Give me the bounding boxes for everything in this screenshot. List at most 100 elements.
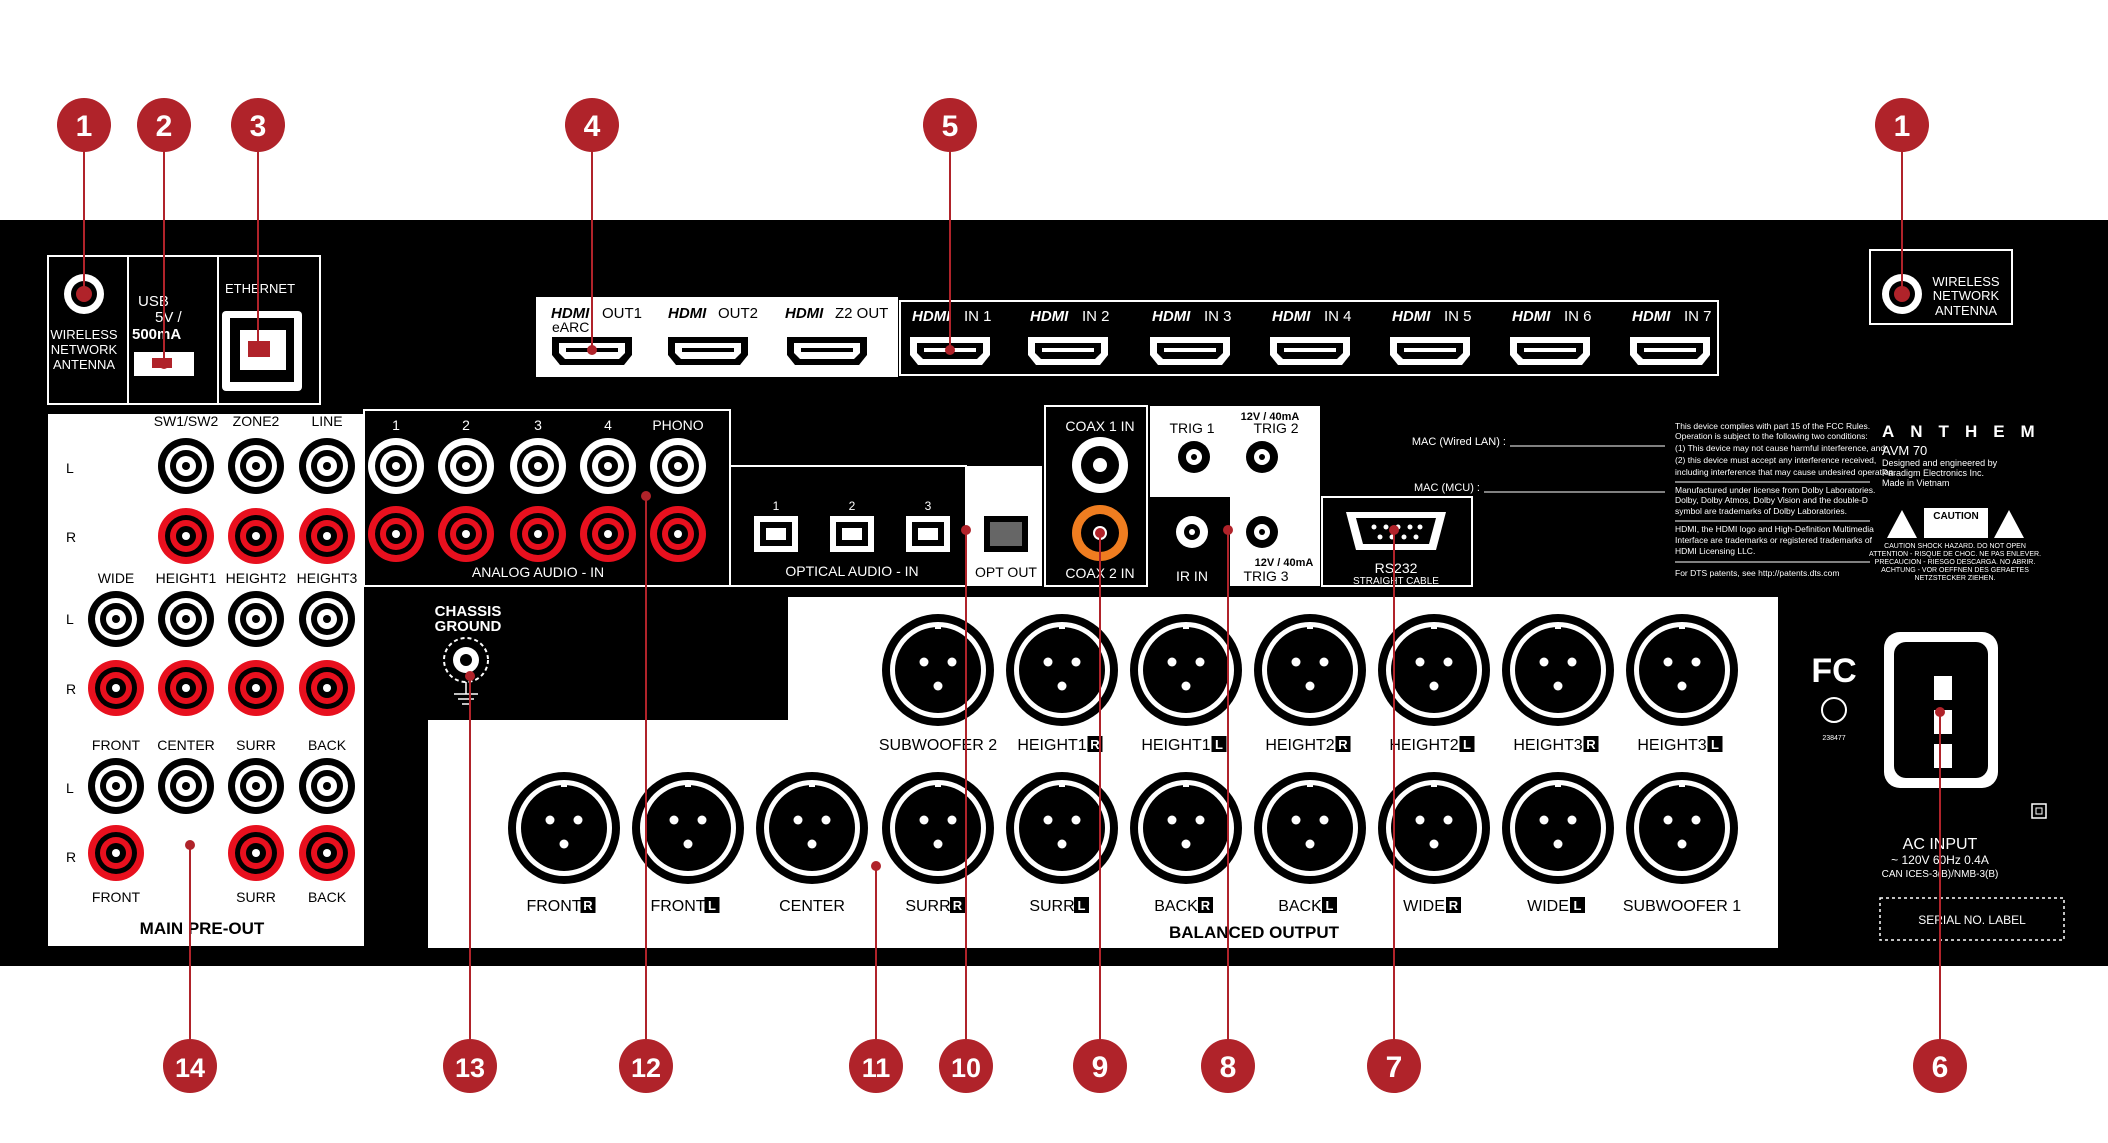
row-label-l2: L xyxy=(66,611,74,627)
preout-bot-label: FRONT xyxy=(92,737,141,753)
optical-number: 1 xyxy=(773,499,780,513)
chassis-line2: GROUND xyxy=(435,618,502,635)
shock-warning-icon xyxy=(1887,510,1917,538)
hdmi-port xyxy=(1510,337,1590,365)
xlr-label: FRONT xyxy=(526,898,581,915)
hdmi-logo: HDMI xyxy=(1632,308,1671,325)
callout-badge xyxy=(163,1039,217,1093)
usb-current: 500mA xyxy=(132,326,181,343)
callout-number: 6 xyxy=(1932,1051,1949,1084)
double-insulation-icon xyxy=(2031,803,2047,819)
balanced-output-title: BALANCED OUTPUT xyxy=(1169,923,1340,942)
hdmi-logo: HDMI xyxy=(1152,308,1191,325)
optical-title: OPTICAL AUDIO - IN xyxy=(785,563,918,579)
channel-tag: R xyxy=(1338,737,1348,752)
callout-badge xyxy=(1367,1039,1421,1093)
callout-number: 8 xyxy=(1220,1051,1237,1084)
hdmi-logo-out1: HDMI xyxy=(551,305,590,322)
channel-tag-box xyxy=(1335,736,1351,752)
xlr-jack xyxy=(508,772,620,884)
callout-dot xyxy=(871,861,881,871)
callout-number: 9 xyxy=(1092,1051,1109,1084)
wireless-left-line1: WIRELESS xyxy=(50,327,118,342)
main-preout-title: MAIN PRE-OUT xyxy=(140,919,265,938)
rca-jack-white xyxy=(228,591,284,647)
rca-jack-white xyxy=(158,438,214,494)
dts-text: For DTS patents, see http://patents.dts.… xyxy=(1675,568,1839,578)
callout-dot xyxy=(587,345,597,355)
fc-logo xyxy=(1806,647,1862,687)
callout-badge xyxy=(57,98,111,152)
channel-tag: R xyxy=(583,898,593,913)
hdmi-input-label: IN 7 xyxy=(1684,308,1712,325)
xlr-jack xyxy=(1254,772,1366,884)
channel-tag-box xyxy=(1459,736,1475,752)
preout-top-label: ZONE2 xyxy=(233,413,280,429)
callout-number: 12 xyxy=(631,1053,661,1083)
hdmi-text-2: Interface are trademarks or registered t… xyxy=(1675,535,1873,545)
trig3-label: TRIG 3 xyxy=(1243,568,1288,584)
model-name: AVM 70 xyxy=(1882,443,1927,458)
callout-number: 10 xyxy=(951,1053,981,1083)
designed-line-2: Paradigm Electronics Inc. xyxy=(1882,468,1984,478)
designed-line-1: Designed and engineered by xyxy=(1882,458,1998,468)
rca-jack-red xyxy=(88,825,144,881)
callout-badge xyxy=(1913,1039,1967,1093)
caution-line-1: CAUTION SHOCK HAZARD. DO NOT OPEN xyxy=(1884,543,2026,550)
xlr-label: SUBWOOFER 2 xyxy=(879,737,997,754)
channel-tag-box xyxy=(704,897,720,913)
callout-dot xyxy=(641,491,651,501)
designed-line-3: Made in Vietnam xyxy=(1882,478,1949,488)
callout-number: 2 xyxy=(156,110,173,143)
channel-tag: R xyxy=(1586,737,1596,752)
dolby-text-2: Dolby, Dolby Atmos, Dolby Vision and the… xyxy=(1675,495,1868,505)
hdmi-ports xyxy=(552,337,1710,365)
optical-number: 2 xyxy=(849,499,856,513)
channel-tag: R xyxy=(1201,898,1211,913)
rca-jack-red xyxy=(438,506,494,562)
channel-tag-box xyxy=(580,897,596,913)
csa-logo xyxy=(1821,697,1847,723)
xlr-label: SURR xyxy=(1029,898,1074,915)
preout-bottom-label: FRONT xyxy=(92,889,141,905)
callout-number: 1 xyxy=(1894,110,1911,143)
xlr-jack xyxy=(1130,614,1242,726)
analog-top-label: 2 xyxy=(462,417,470,433)
callout-number: 4 xyxy=(584,110,601,143)
rca-jack-white xyxy=(510,438,566,494)
xlr-label: HEIGHT3 xyxy=(1513,737,1582,754)
rca-jack-white xyxy=(88,758,144,814)
row-label-l3: L xyxy=(66,780,74,796)
channel-tag-box xyxy=(1446,897,1461,913)
channel-tag: R xyxy=(1090,737,1100,752)
analog-top-label: 3 xyxy=(534,417,542,433)
callout-number: 13 xyxy=(455,1053,485,1083)
rca-jack-red xyxy=(510,506,566,562)
hdmi-port xyxy=(1028,337,1108,365)
ir-in-label: IR IN xyxy=(1176,568,1208,584)
hdmi-input-label: IN 3 xyxy=(1204,308,1232,325)
xlr-label: SURR xyxy=(905,898,950,915)
fcc-text-1: This device complies with part 15 of the… xyxy=(1675,421,1870,431)
channel-tag-box xyxy=(1211,736,1227,752)
rca-jack-red xyxy=(228,825,284,881)
wireless-left-line2: NETWORK xyxy=(51,342,118,357)
caution-line-5: NETZSTECKER ZIEHEN. xyxy=(1915,575,1996,582)
callout-dot xyxy=(1223,525,1233,535)
callout-badge xyxy=(923,98,977,152)
xlr-jack xyxy=(1006,614,1118,726)
callout-badge xyxy=(1201,1039,1255,1093)
xlr-jack xyxy=(882,614,994,726)
xlr-jack xyxy=(1626,772,1738,884)
xlr-jack xyxy=(1130,772,1242,884)
caution-line-3: PRECAUCION - RIESGO DESCARGA. NO ABRIR. xyxy=(1875,559,2036,566)
xlr-label: BACK xyxy=(1154,898,1198,915)
straight-cable-label: STRAIGHT CABLE xyxy=(1353,576,1439,587)
hdmi-logo: HDMI xyxy=(1392,308,1431,325)
serial-label-box xyxy=(1879,897,2065,941)
rca-jack-white xyxy=(299,438,355,494)
usb-label: USB xyxy=(138,293,169,310)
